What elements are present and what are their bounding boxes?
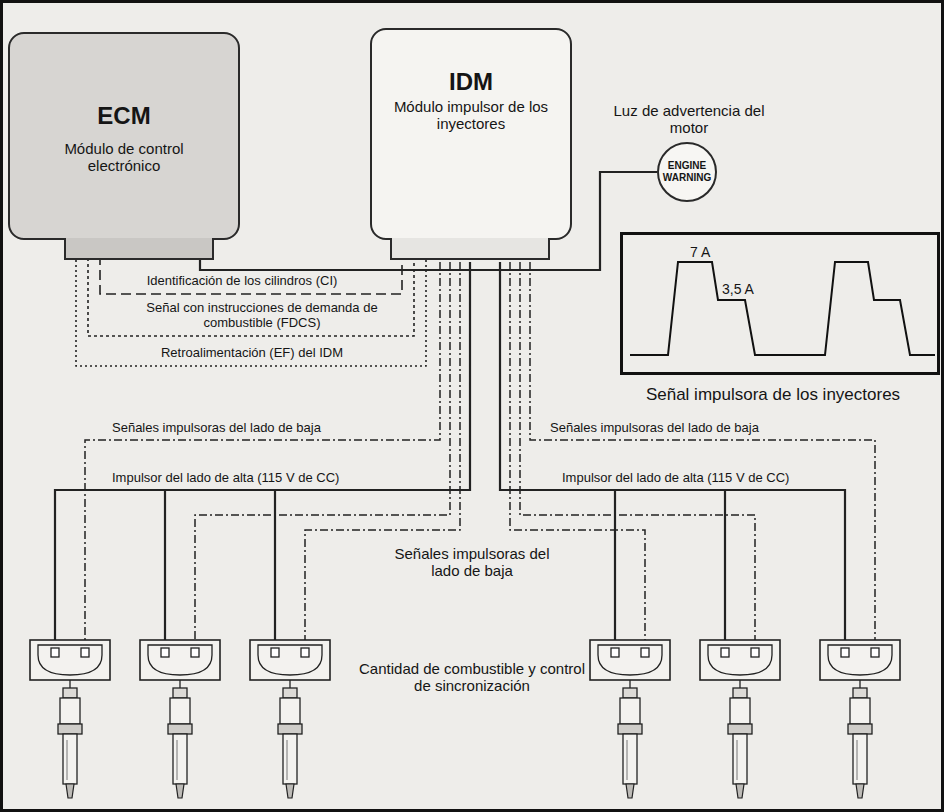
low-side-wires xyxy=(85,262,875,648)
oscilloscope-panel: 7 A3,5 ASeñal impulsora de los inyectore… xyxy=(620,232,940,375)
panel-caption: Señal impulsora de los inyectores xyxy=(613,385,933,405)
module-acronym: IDM xyxy=(372,68,570,96)
connector-housing xyxy=(64,238,214,260)
injector-group xyxy=(30,640,900,798)
wire-label: Señales impulsoras del lado de baja xyxy=(380,545,564,580)
wire-label: Señales impulsoras del lado de baja xyxy=(548,421,761,436)
signal-label: Señal con instrucciones de demanda de co… xyxy=(135,301,389,331)
control-module-box: ECM Módulo de control electrónico xyxy=(8,32,240,240)
lamp-text: ENGINE WARNING xyxy=(659,160,715,183)
wire-label: Impulsor del lado de alta (115 V de CC) xyxy=(560,471,791,486)
wire-label: Señales impulsoras del lado de baja xyxy=(110,421,323,436)
wire-label: Impulsor del lado de alta (115 V de CC) xyxy=(110,471,341,486)
signal-label: Identificación de los cilindros (CI) xyxy=(110,274,374,289)
injector xyxy=(30,640,110,798)
lamp-heading: Luz de advertencia del motor xyxy=(609,102,769,137)
high-side-wires xyxy=(55,262,845,648)
module-acronym: ECM xyxy=(10,102,238,130)
connector-housing xyxy=(390,238,550,260)
injector-waveform xyxy=(630,262,935,355)
injector xyxy=(590,640,670,798)
signal-label: Retroalimentación (EF) del IDM xyxy=(120,346,384,361)
injector xyxy=(700,640,780,798)
warning-lamp: Luz de advertencia del motorENGINE WARNI… xyxy=(657,142,717,202)
injector xyxy=(820,640,900,798)
current-value: 3,5 A xyxy=(722,281,782,297)
driver-module-box: IDMMódulo impulsor de los inyectores xyxy=(370,28,572,240)
injector xyxy=(140,640,220,798)
current-value: 7 A xyxy=(690,244,750,260)
wire-label: Cantidad de combustible y control de sin… xyxy=(355,660,589,695)
injector xyxy=(250,640,330,798)
module-name: Módulo impulsor de los inyectores xyxy=(390,98,552,133)
module-name: Módulo de control electrónico xyxy=(54,140,194,175)
